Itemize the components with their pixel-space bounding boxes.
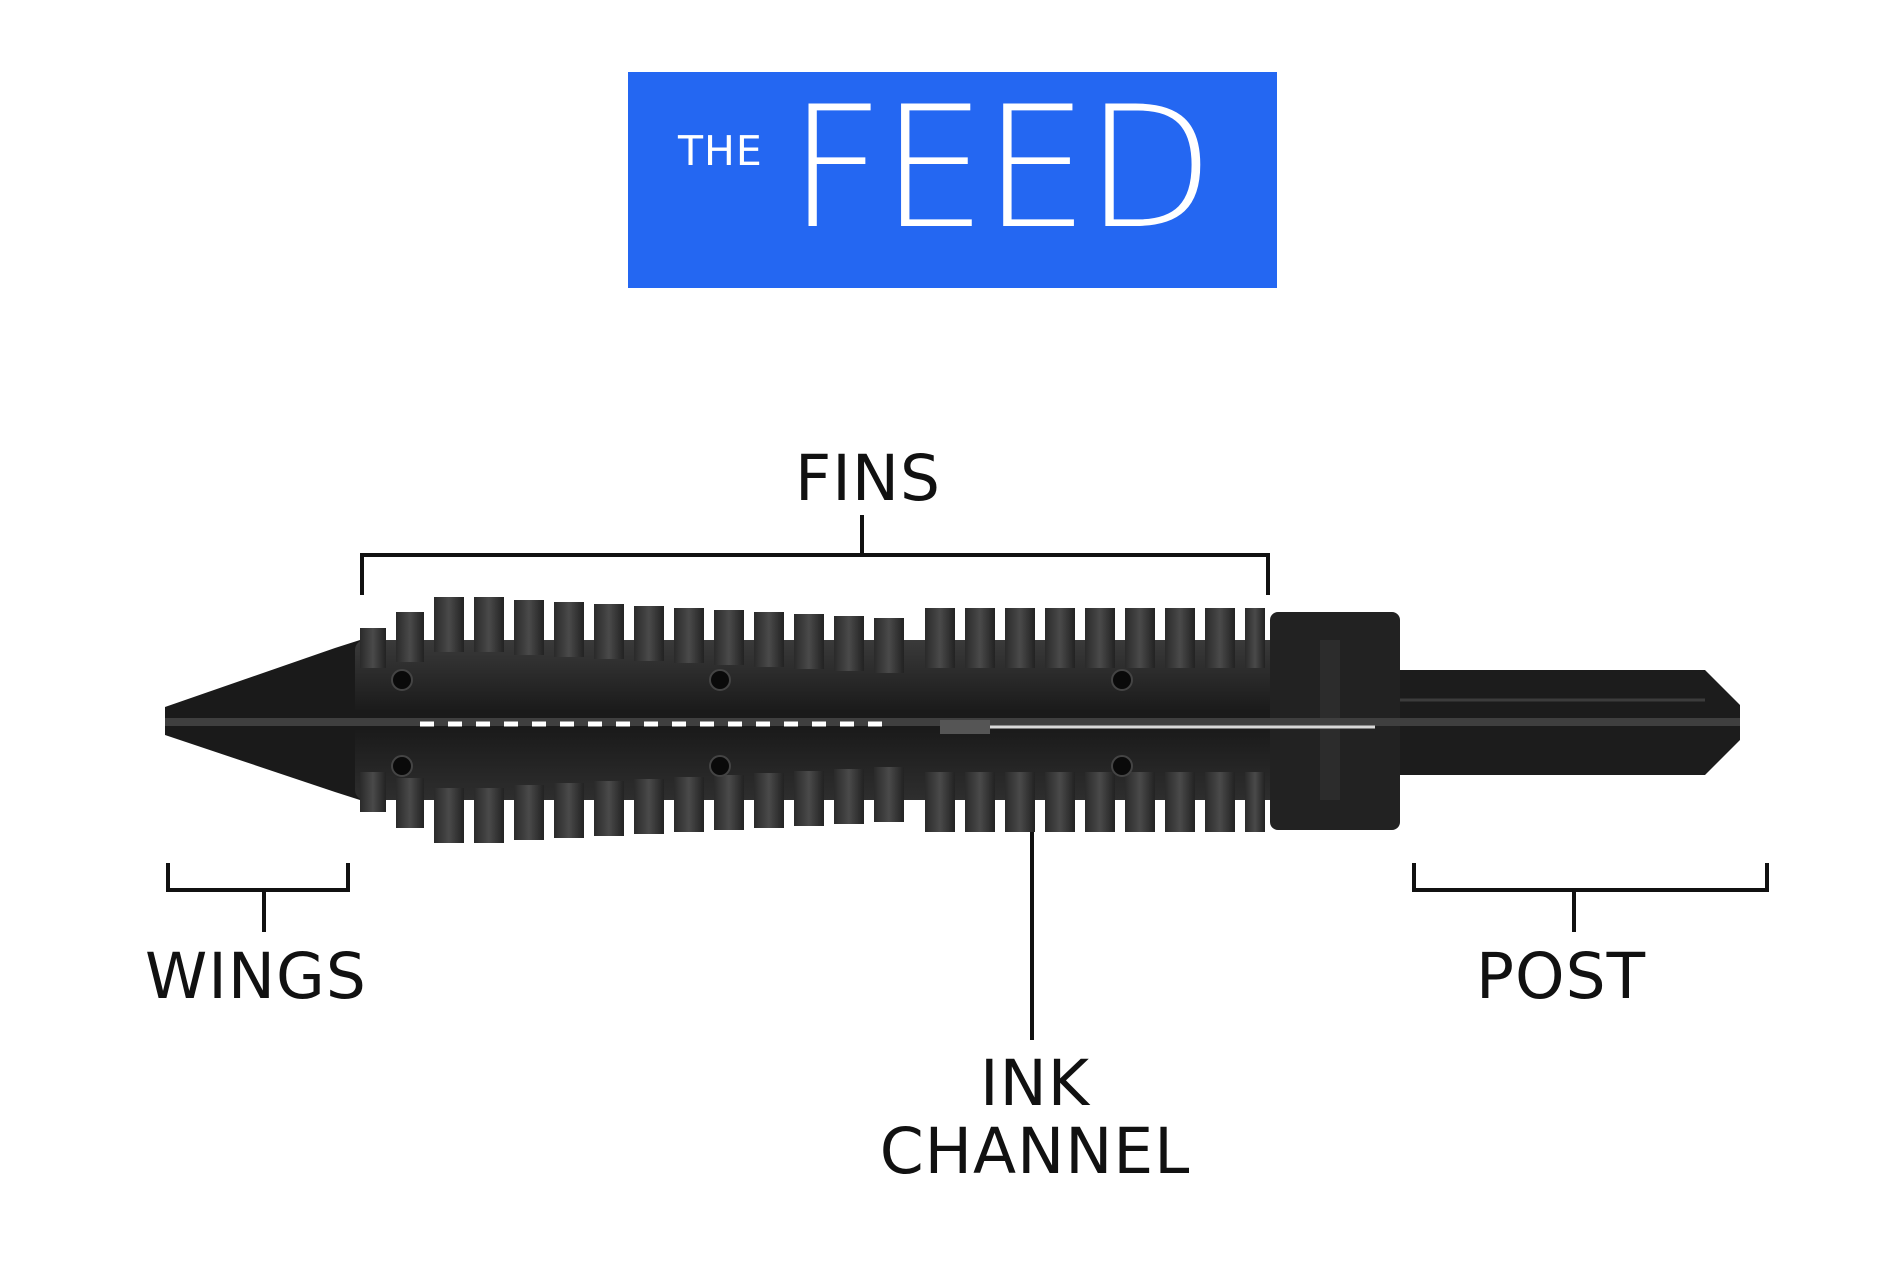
label-fins: FINS <box>795 442 941 515</box>
title-feed: FEED <box>788 70 1214 266</box>
label-post: POST <box>1476 940 1647 1013</box>
fins-bracket <box>360 515 1270 595</box>
fins-top <box>360 597 1265 673</box>
label-ink-channel-line1: INK <box>979 1047 1091 1120</box>
title-the: THE <box>678 127 763 175</box>
post-bracket <box>1412 863 1769 932</box>
label-wings: WINGS <box>145 940 367 1013</box>
fins-bottom <box>360 767 1265 843</box>
label-ink-channel-line2: CHANNEL <box>879 1115 1191 1188</box>
feed-body <box>165 597 1740 843</box>
title-banner: THE FEED <box>628 72 1277 288</box>
wings-bracket <box>166 863 350 932</box>
label-ink-channel: INK CHANNEL <box>860 1050 1210 1186</box>
